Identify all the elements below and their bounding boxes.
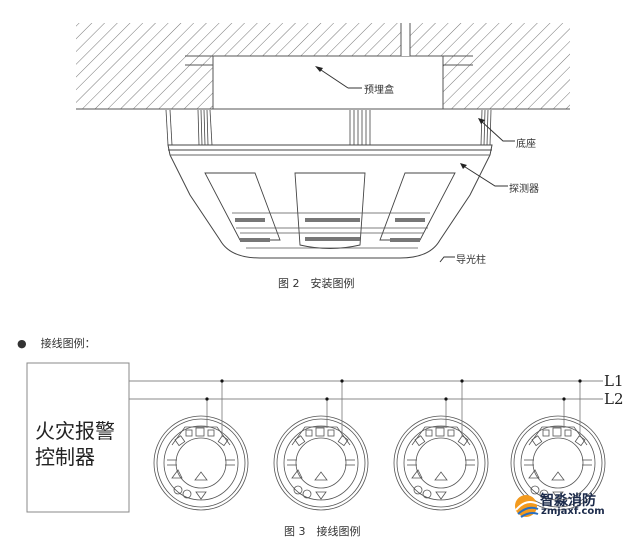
- installation-diagram: [76, 23, 570, 263]
- watermark-url: zmjaxf.com: [541, 506, 605, 517]
- watermark-name: 智淼消防: [540, 493, 596, 509]
- controller-label-line1: 火灾报警: [35, 419, 115, 443]
- heading-text: 接线图例：: [40, 337, 96, 350]
- bus-label-l2: L2: [604, 390, 624, 408]
- label-detector: 探测器: [509, 184, 539, 195]
- figure2-caption: 图 2 安装图例: [278, 277, 355, 290]
- label-base: 底座: [516, 139, 536, 150]
- fire-alarm-controller: 火灾报警 控制器: [35, 418, 115, 470]
- label-light-guide: 导光柱: [456, 255, 486, 266]
- bus-label-l1: L1: [604, 372, 624, 390]
- controller-label-line2: 控制器: [35, 445, 95, 469]
- label-embedded-box: 预埋盒: [364, 85, 394, 96]
- bullet-icon: ●: [17, 337, 27, 350]
- figure3-caption: 图 3 接线图例: [284, 525, 361, 538]
- watermark-logo-icon: [515, 495, 539, 518]
- wiring-section-heading: ● 接线图例：: [17, 335, 96, 351]
